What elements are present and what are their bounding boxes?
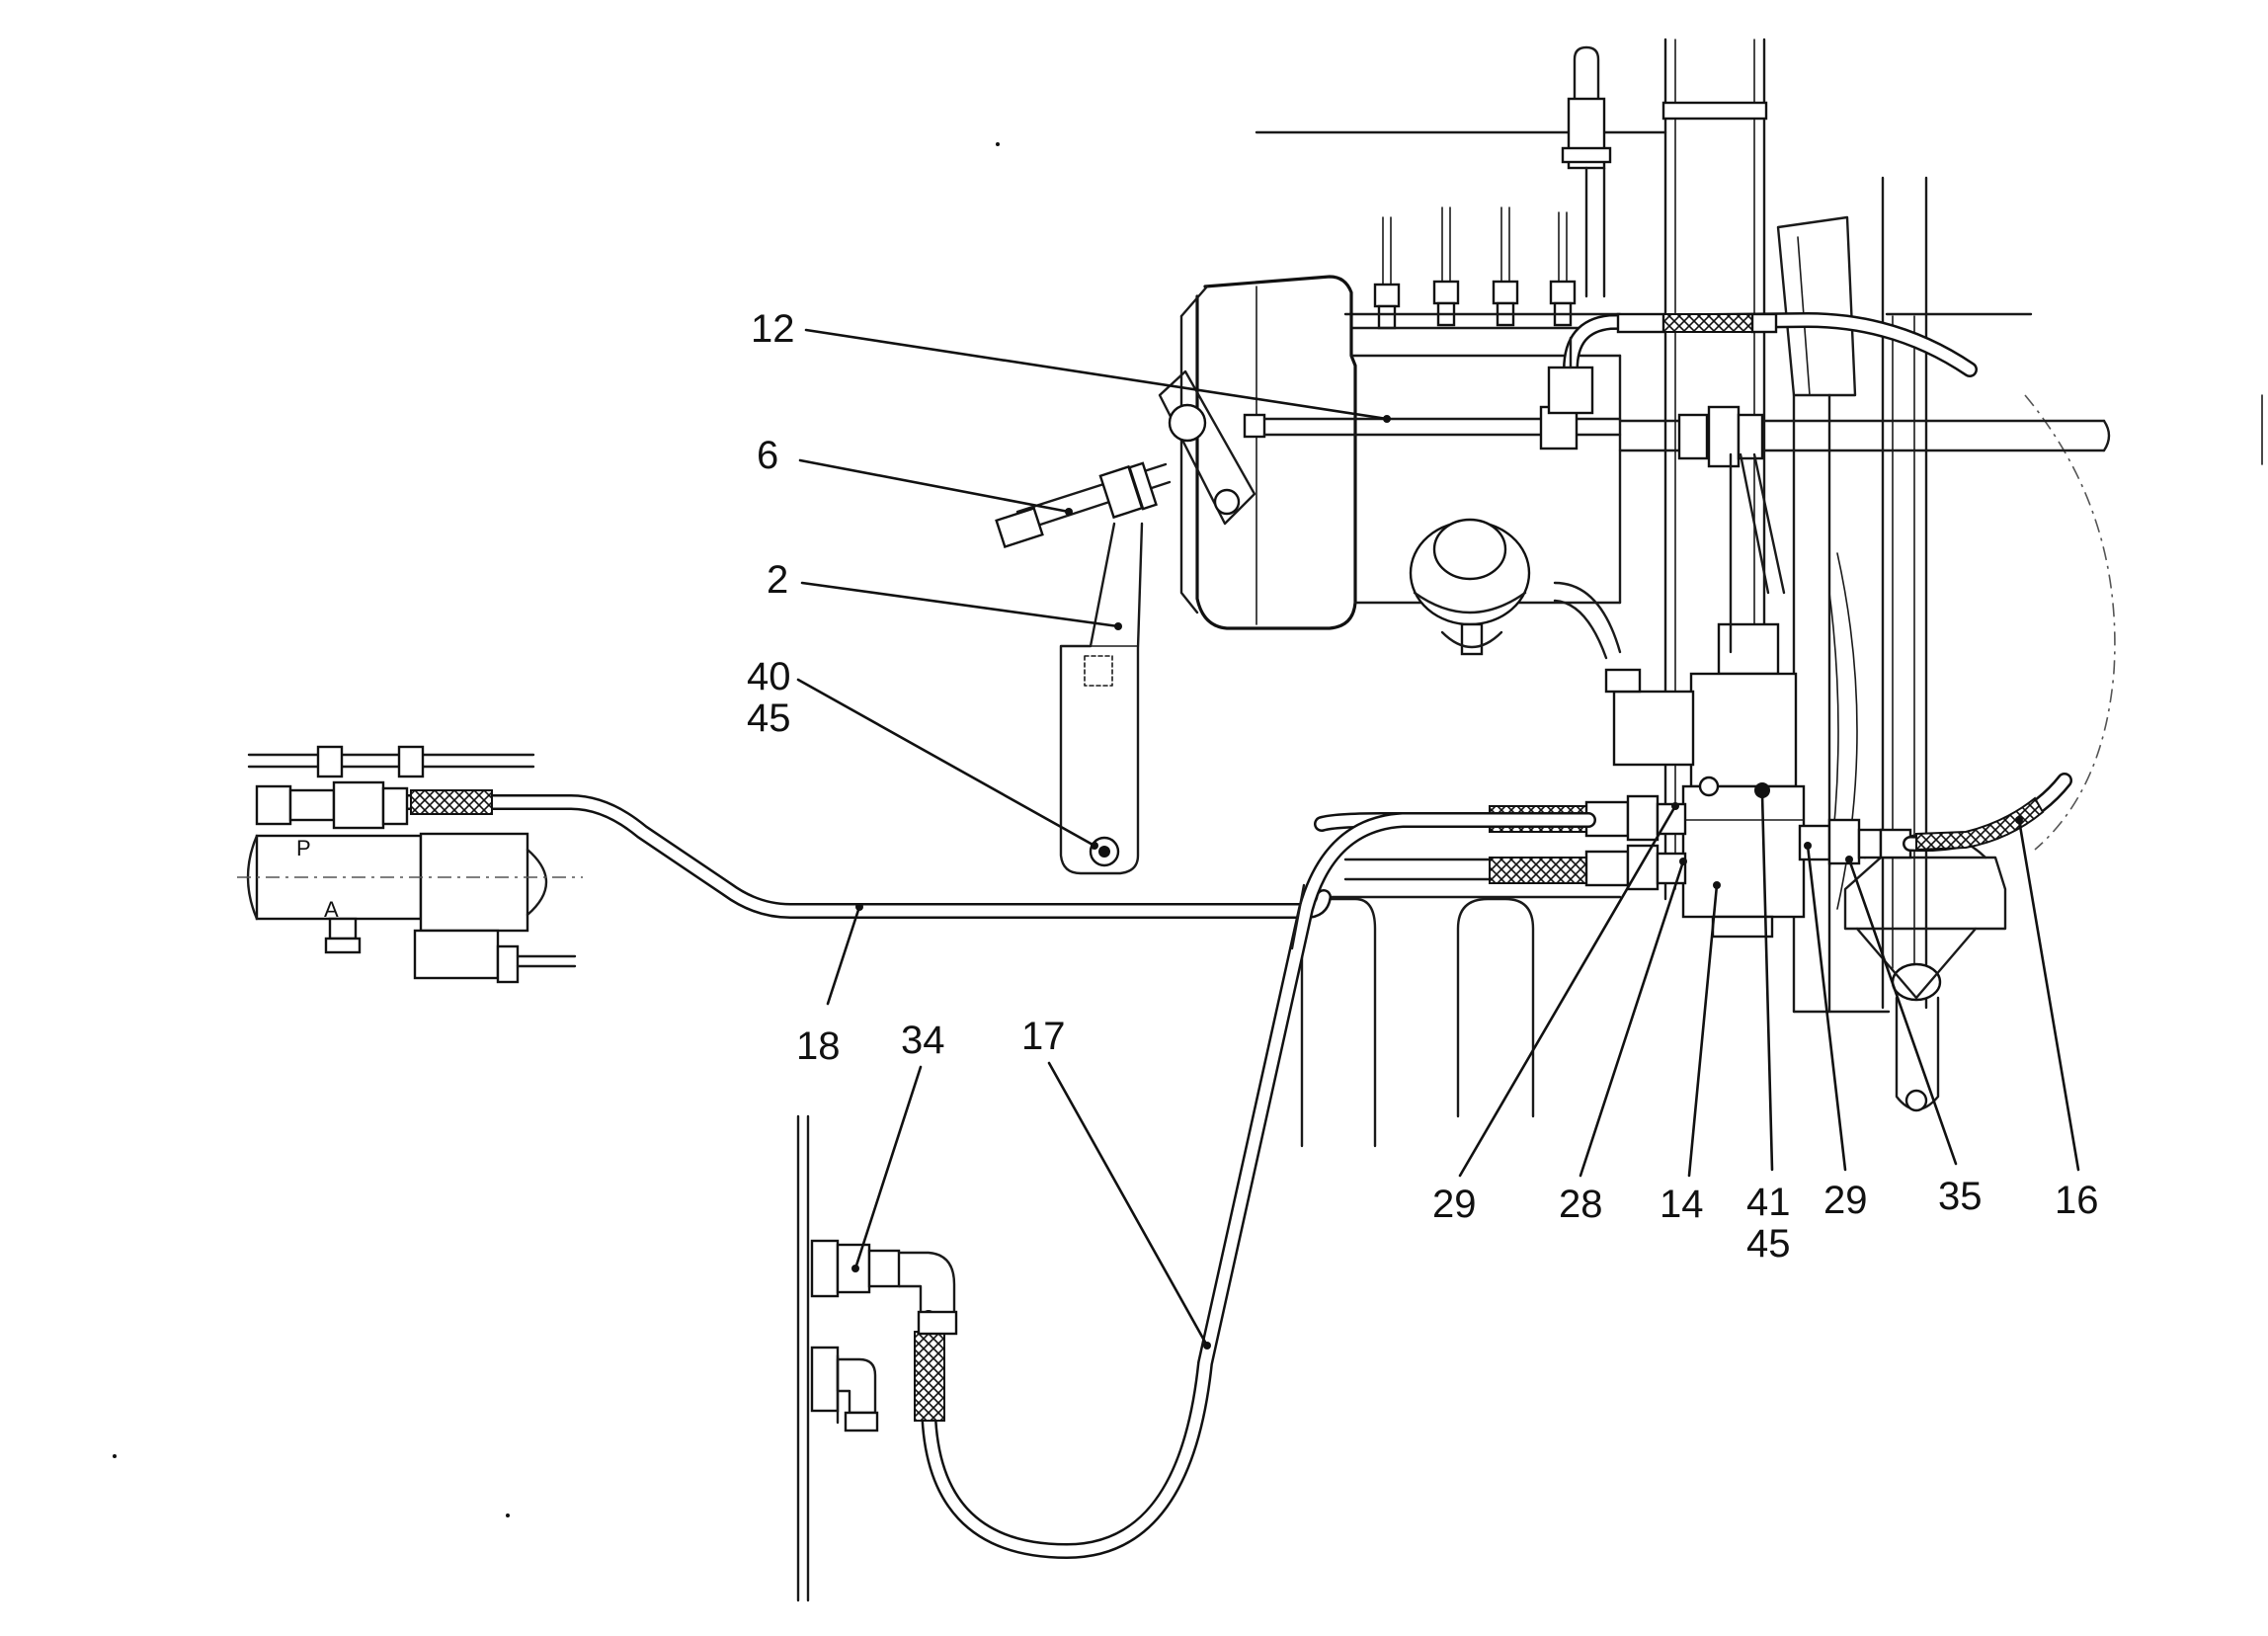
callout-18: 18 (796, 1024, 841, 1068)
flywheel-housing (1776, 215, 2007, 1112)
callout-40: 40 (747, 655, 791, 698)
callout-45-lower: 45 (1746, 1222, 1791, 1266)
manifold-hoses (1314, 794, 1912, 891)
callout-14: 14 (1660, 1183, 1704, 1226)
hose-16 (1903, 773, 2072, 853)
callout-35: 35 (1938, 1175, 1983, 1218)
callout-labels: 12 6 2 40 45 18 34 17 29 28 14 41 45 29 … (747, 307, 2099, 1266)
callout-2: 2 (767, 558, 788, 602)
hose-16-upper (1547, 312, 1978, 415)
solenoid-valve: P A (237, 745, 583, 984)
callout-17: 17 (1021, 1015, 1066, 1058)
pipe-17 (914, 812, 1596, 1559)
adjuster-lever-assembly (995, 369, 1256, 875)
tie-rod-12 (1243, 405, 2111, 468)
callout-6: 6 (757, 434, 778, 477)
leader-lines (796, 328, 2080, 1350)
callout-34: 34 (901, 1019, 945, 1062)
port-p-label: P (296, 836, 311, 860)
callout-45-upper: 45 (747, 696, 791, 740)
callout-28: 28 (1559, 1183, 1603, 1226)
fitting-34 (796, 1114, 958, 1602)
port-a-label: A (324, 897, 339, 922)
lower-cylinders (1300, 895, 1622, 1148)
injector-lines (1373, 206, 1577, 330)
valve-block-14 (1553, 452, 1806, 939)
engine-structure (1179, 38, 2263, 1148)
callout-12: 12 (751, 307, 795, 351)
callout-29-left: 29 (1432, 1183, 1477, 1226)
pipe-18 (381, 789, 1332, 919)
callout-29-right: 29 (1823, 1179, 1868, 1222)
callout-16: 16 (2055, 1179, 2099, 1222)
callout-41: 41 (1746, 1181, 1791, 1224)
injection-pump-body (1179, 275, 1622, 656)
